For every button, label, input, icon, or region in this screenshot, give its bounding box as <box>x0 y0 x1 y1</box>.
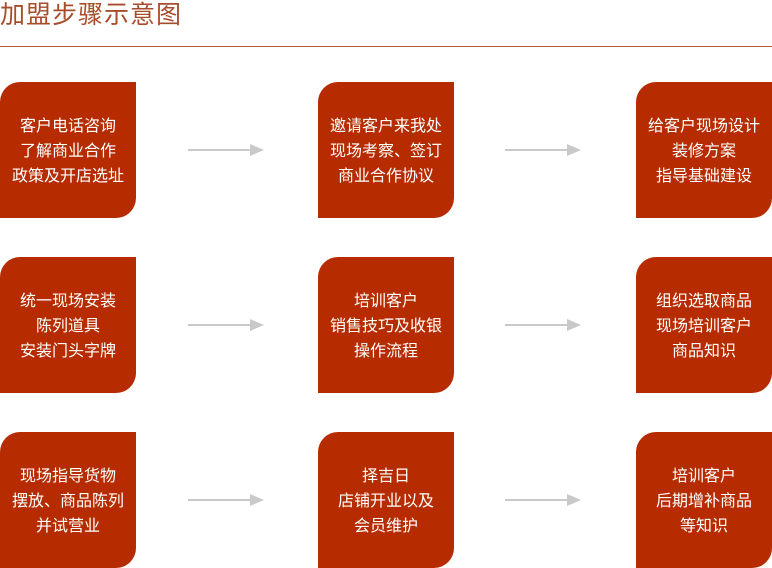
step-9-line-3: 等知识 <box>679 515 728 535</box>
step-7-box: 现场指导货物 摆放、商品陈列 并试营业 <box>0 432 136 568</box>
page-title: 加盟步骤示意图 <box>0 0 183 29</box>
arrow-right-icon <box>505 494 581 506</box>
step-5-line-1: 培训客户 <box>353 290 418 310</box>
step-4-box: 统一现场安装 陈列道具 安装门头字牌 <box>0 257 136 393</box>
step-5-box: 培训客户 销售技巧及收银 操作流程 <box>318 257 454 393</box>
step-6-line-2: 现场培训客户 <box>655 315 752 335</box>
step-3-line-2: 装修方案 <box>671 140 736 160</box>
step-6-line-1: 组织选取商品 <box>655 290 752 310</box>
arrow-right-icon <box>188 144 264 156</box>
step-7-line-1: 现场指导货物 <box>19 465 116 485</box>
step-1-line-2: 了解商业合作 <box>19 140 116 160</box>
step-8-line-2: 店铺开业以及 <box>337 490 434 510</box>
step-4-line-3: 安装门头字牌 <box>19 340 116 360</box>
step-1-line-3: 政策及开店选址 <box>11 165 124 185</box>
step-6-line-3: 商品知识 <box>671 340 736 360</box>
arrow-right-icon <box>505 144 581 156</box>
step-9-box: 培训客户 后期增补商品 等知识 <box>636 432 772 568</box>
step-8-line-3: 会员维护 <box>353 515 418 535</box>
step-2-line-1: 邀请客户来我处 <box>329 115 442 135</box>
step-9-line-2: 后期增补商品 <box>655 490 752 510</box>
arrow-right-icon <box>188 494 264 506</box>
step-7-line-3: 并试营业 <box>35 515 100 535</box>
step-1-line-1: 客户电话咨询 <box>19 115 116 135</box>
step-3-box: 给客户现场设计 装修方案 指导基础建设 <box>636 82 772 218</box>
step-8-line-1: 择吉日 <box>361 465 410 485</box>
step-3-line-1: 给客户现场设计 <box>647 115 760 135</box>
step-4-line-1: 统一现场安装 <box>19 290 116 310</box>
step-7-line-2: 摆放、商品陈列 <box>11 490 124 510</box>
step-5-line-2: 销售技巧及收银 <box>329 315 442 335</box>
step-5-line-3: 操作流程 <box>353 340 418 360</box>
step-2-box: 邀请客户来我处 现场考察、签订 商业合作协议 <box>318 82 454 218</box>
step-6-box: 组织选取商品 现场培训客户 商品知识 <box>636 257 772 393</box>
arrow-right-icon <box>505 319 581 331</box>
step-8-box: 择吉日 店铺开业以及 会员维护 <box>318 432 454 568</box>
step-2-line-2: 现场考察、签订 <box>329 140 442 160</box>
title-divider <box>0 46 772 47</box>
arrow-right-icon <box>188 319 264 331</box>
step-2-line-3: 商业合作协议 <box>337 165 434 185</box>
step-1-box: 客户电话咨询 了解商业合作 政策及开店选址 <box>0 82 136 218</box>
step-9-line-1: 培训客户 <box>671 465 736 485</box>
step-3-line-3: 指导基础建设 <box>655 165 752 185</box>
step-4-line-2: 陈列道具 <box>35 315 100 335</box>
